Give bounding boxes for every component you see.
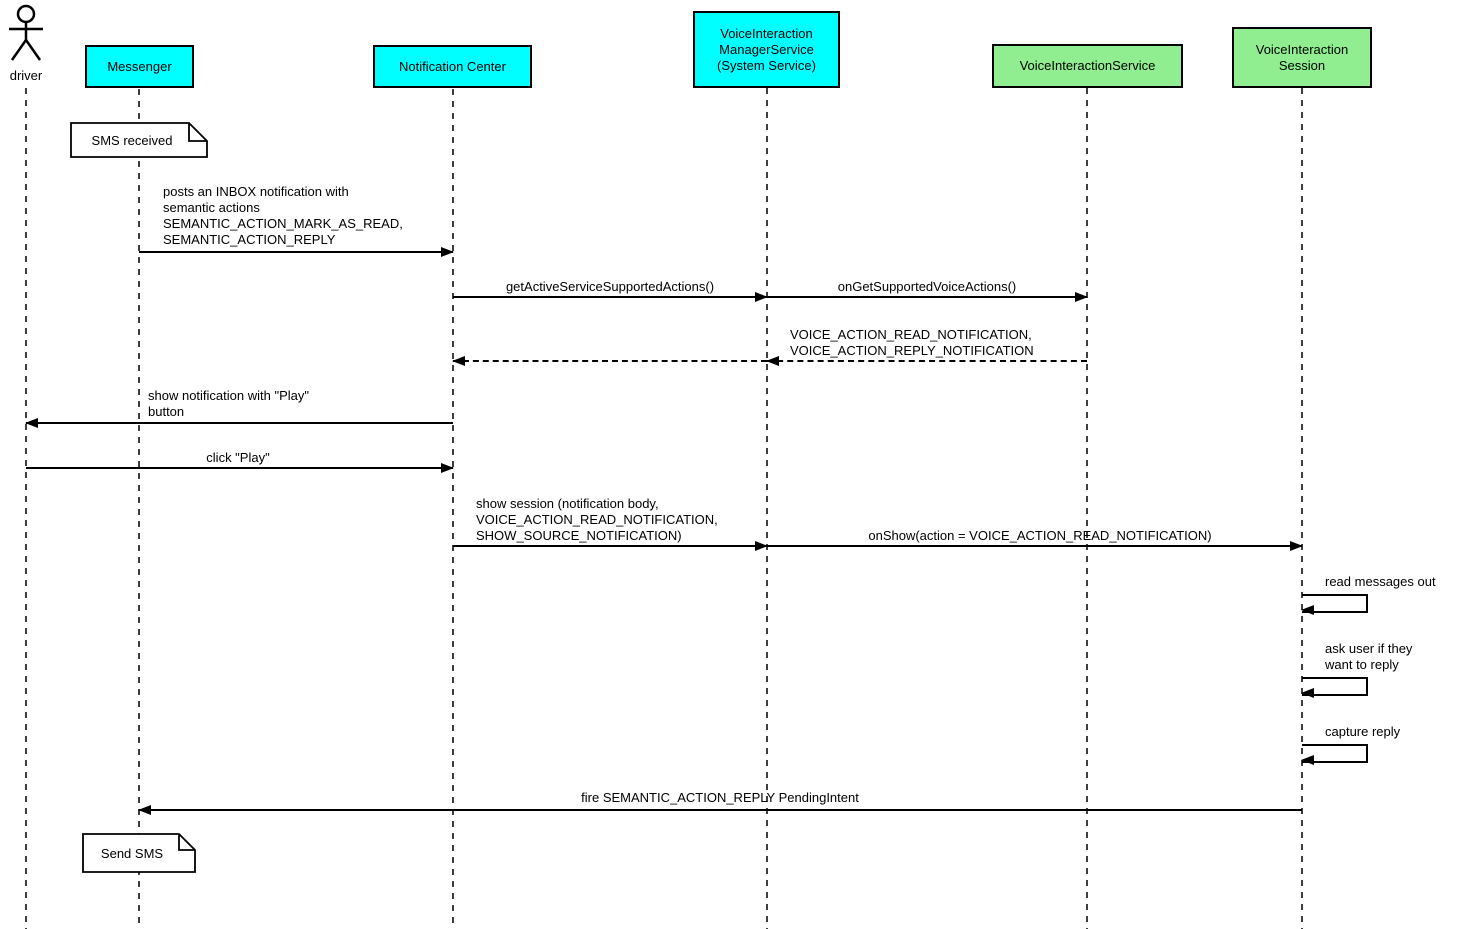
arrowhead-icon [766, 356, 779, 366]
participant-voice-interaction-session: VoiceInteraction Session [1232, 27, 1372, 88]
participant-label: Notification Center [399, 58, 506, 74]
participant-messenger: Messenger [85, 45, 194, 88]
note-shape [82, 833, 196, 873]
arrowhead-icon [1290, 541, 1303, 551]
note-shape [70, 122, 208, 158]
lifeline-driver [25, 88, 27, 929]
message-label-show-notification: show notification with "Play" button [148, 388, 309, 419]
message-arrow-get-active-service-supported-actions [453, 292, 768, 302]
arrowhead-icon [1301, 755, 1314, 765]
arrowhead-icon [755, 541, 768, 551]
actor-label: driver [9, 68, 43, 83]
note-text: Send SMS [100, 845, 164, 861]
message-label-on-show: onShow(action = VOICE_ACTION_READ_NOTIFI… [868, 528, 1212, 543]
note-sms-received: SMS received [70, 122, 208, 158]
message-arrow-voice-actions-return [766, 356, 1087, 366]
message-arrow-fire-pending-intent [138, 805, 1302, 815]
message-arrow-posts-inbox [139, 247, 454, 257]
arrowhead-icon [441, 247, 454, 257]
lifeline-notification-center [452, 89, 454, 929]
note-text: SMS received [91, 132, 173, 148]
actor-icon [9, 4, 43, 61]
participant-notification-center: Notification Center [373, 45, 532, 88]
participant-voice-interaction-manager-service: VoiceInteraction ManagerService (System … [693, 11, 840, 88]
message-label-capture-reply: capture reply [1325, 724, 1401, 739]
arrowhead-icon [755, 292, 768, 302]
participant-label: VoiceInteraction ManagerService (System … [717, 25, 816, 73]
note-send-sms: Send SMS [82, 833, 196, 873]
arrowhead-icon [1301, 688, 1314, 698]
arrowhead-icon [441, 463, 454, 473]
arrowhead-icon [138, 805, 151, 815]
participant-label: Messenger [107, 58, 172, 74]
message-label-on-get-supported-voice-actions: onGetSupportedVoiceActions() [837, 279, 1017, 294]
lifeline-voice-interaction-manager-service [766, 88, 768, 929]
message-arrow-show-notification [25, 418, 453, 428]
message-label-get-active-service-supported-actions: getActiveServiceSupportedActions() [505, 279, 715, 294]
lifeline-messenger [138, 89, 140, 929]
message-arrow-return-to-notification-center [452, 356, 767, 366]
self-message-ask-user-reply [1301, 677, 1368, 698]
arrowhead-icon [1075, 292, 1088, 302]
participant-label: VoiceInteraction Session [1255, 41, 1349, 73]
arrowhead-icon [452, 356, 465, 366]
arrowhead-icon [1301, 605, 1314, 615]
message-label-posts-inbox: posts an INBOX notification with semanti… [163, 184, 403, 247]
message-arrow-click-play [26, 463, 454, 473]
message-label-read-messages-out: read messages out [1325, 574, 1436, 589]
message-arrow-on-get-supported-voice-actions [767, 292, 1088, 302]
participant-label: VoiceInteractionService [1019, 58, 1156, 73]
message-label-fire-pending-intent: fire SEMANTIC_ACTION_REPLY PendingIntent [581, 790, 859, 805]
self-message-read-messages-out [1301, 594, 1368, 615]
actor-driver: driver [4, 4, 48, 83]
lifeline-voice-interaction-service [1086, 88, 1088, 929]
message-label-click-play: click "Play" [206, 450, 270, 465]
message-label-voice-actions-return: VOICE_ACTION_READ_NOTIFICATION, VOICE_AC… [790, 327, 1034, 358]
self-message-capture-reply [1301, 744, 1368, 765]
participant-voice-interaction-service: VoiceInteractionService [992, 44, 1183, 88]
message-arrow-on-show [767, 541, 1303, 551]
message-arrow-show-session [453, 541, 768, 551]
lifeline-voice-interaction-session [1301, 88, 1303, 929]
message-label-show-session: show session (notification body, VOICE_A… [476, 496, 718, 543]
message-label-ask-user-reply: ask user if they want to reply [1325, 641, 1413, 672]
arrowhead-icon [25, 418, 38, 428]
